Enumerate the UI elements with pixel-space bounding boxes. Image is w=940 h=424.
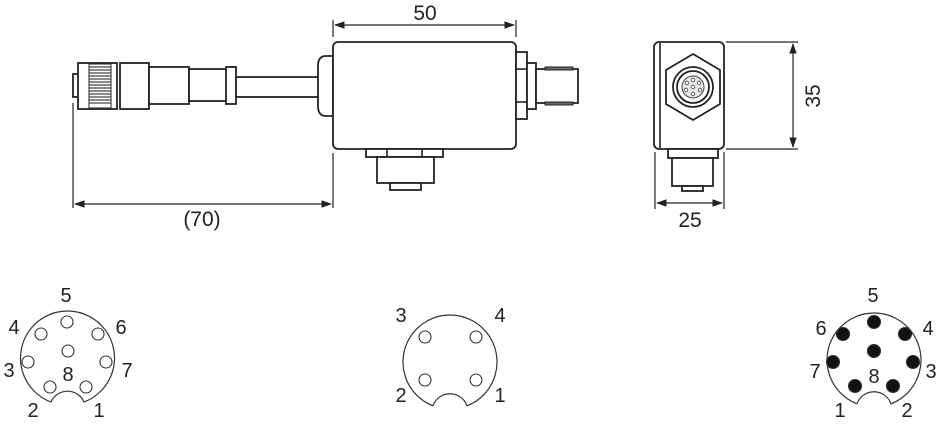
pin-1 — [79, 380, 93, 394]
bottom-connector — [365, 148, 444, 191]
pin-7 — [99, 355, 113, 369]
pin-3 — [21, 355, 35, 369]
pin-2 — [418, 373, 432, 387]
pin-label-1: 1 — [494, 385, 505, 407]
pin-label-1: 1 — [93, 400, 104, 422]
pin-label-4: 4 — [8, 317, 19, 339]
pin-label-8: 8 — [62, 364, 73, 386]
pin-label-5: 5 — [60, 285, 71, 307]
dimension-cable-length-label: (70) — [183, 208, 220, 231]
pin-label-1: 1 — [834, 400, 845, 422]
pin-1 — [469, 373, 483, 387]
pin-4 — [469, 330, 483, 344]
pin-6 — [835, 326, 851, 342]
dimension-cable-length: (70) — [72, 103, 334, 231]
grommet — [317, 55, 334, 117]
pin-label-7: 7 — [121, 360, 132, 382]
end-view-pins — [683, 77, 703, 97]
pin-label-3: 3 — [925, 361, 936, 383]
connector-outline — [402, 314, 498, 407]
dimension-length: 50 — [332, 2, 517, 37]
pin-label-7: 7 — [809, 361, 820, 383]
pin-label-4: 4 — [922, 318, 933, 340]
cable — [235, 76, 323, 98]
pin-label-3: 3 — [3, 360, 14, 382]
side-view: 50 (70) — [72, 2, 579, 231]
right-connector — [515, 51, 579, 120]
pin-label-2: 2 — [395, 385, 406, 407]
pin-label-6: 6 — [815, 318, 826, 340]
knurl-pattern — [88, 63, 112, 109]
dimension-height-label: 35 — [802, 84, 825, 107]
pin-4 — [34, 327, 48, 341]
pin-5 — [60, 315, 74, 329]
pin-label-3: 3 — [395, 305, 406, 327]
pinout-female-4-pin: 1 2 3 4 — [395, 305, 505, 407]
pin-4 — [897, 326, 913, 342]
pin-6 — [91, 327, 105, 341]
pin-label-6: 6 — [115, 317, 126, 339]
pin-3 — [418, 330, 432, 344]
pin-label-8: 8 — [868, 366, 879, 388]
pin-label-4: 4 — [494, 305, 505, 327]
pin-7 — [825, 354, 841, 370]
pin-5 — [866, 314, 882, 330]
pin-2 — [885, 378, 901, 394]
end-view: 35 25 — [653, 41, 825, 232]
pin-label-2: 2 — [901, 400, 912, 422]
dimension-height: 35 — [726, 41, 825, 150]
cable-connector — [72, 55, 334, 117]
dimension-width: 25 — [654, 152, 725, 232]
pin-label-2: 2 — [27, 400, 38, 422]
pin-8 — [61, 344, 75, 358]
pin-8 — [866, 343, 882, 359]
pin-3 — [905, 354, 921, 370]
pin-1 — [847, 378, 863, 394]
dimension-width-label: 25 — [678, 209, 701, 232]
housing-body — [332, 41, 517, 150]
pin-2 — [43, 380, 57, 394]
pin-label-5: 5 — [867, 285, 878, 307]
dimension-length-label: 50 — [413, 2, 436, 25]
